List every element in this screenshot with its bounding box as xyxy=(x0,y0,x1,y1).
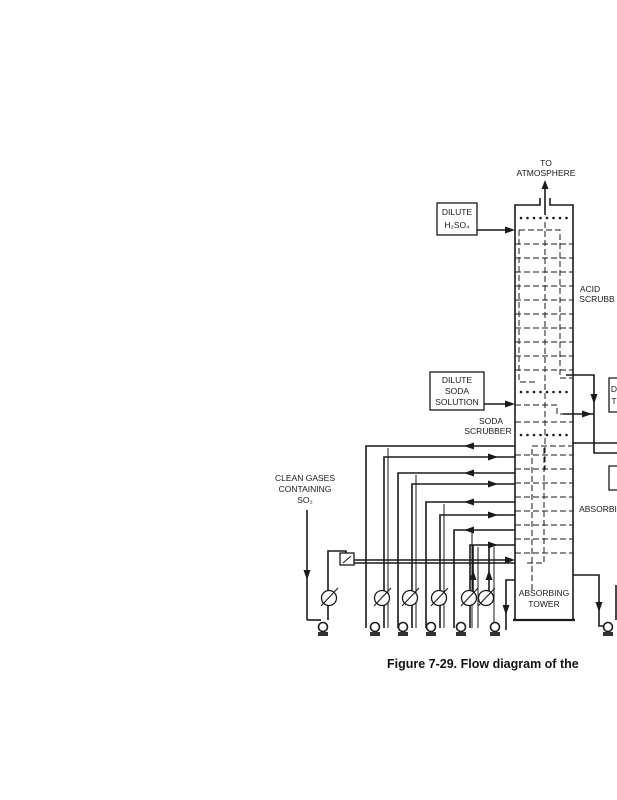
recirculation-line xyxy=(411,483,515,628)
label-absorbing: ABSORBING xyxy=(519,588,570,598)
spray-dot xyxy=(526,216,529,220)
spray-dot xyxy=(519,216,523,220)
pump-icon xyxy=(317,621,329,633)
label-tower: TOWER xyxy=(528,599,559,609)
flow-arrow xyxy=(464,469,474,477)
recirculation-line xyxy=(425,501,515,628)
acid-scrubber-packing xyxy=(515,222,573,470)
label-absorber-side: ABSORBI xyxy=(579,504,617,514)
cooler-slash xyxy=(373,587,392,607)
cooler-slash xyxy=(477,587,496,607)
pump-base xyxy=(426,632,436,636)
recirculation-lines xyxy=(365,442,515,628)
pump-base xyxy=(398,632,408,636)
pump-base xyxy=(603,632,613,636)
spray-nozzles xyxy=(519,216,568,437)
spray-dot xyxy=(539,216,542,220)
tower-outline xyxy=(513,198,575,622)
recirculation-line xyxy=(453,529,515,628)
spray-dot xyxy=(526,433,529,437)
spray-dot xyxy=(558,433,562,437)
spray-dot xyxy=(565,216,568,220)
label-clean-gases: CLEAN GASES xyxy=(275,473,335,483)
label-cut-box-d: D xyxy=(611,384,617,394)
cooler-slash xyxy=(460,587,479,607)
packing-frame xyxy=(531,445,572,590)
flow-arrow xyxy=(485,570,493,580)
label-atmosphere: ATMOSPHERE xyxy=(517,168,576,178)
label-dilute-acid: DILUTE xyxy=(442,207,473,217)
label-soda-scrubber-2: SCRUBBER xyxy=(464,426,511,436)
soda-scrubber-packing xyxy=(515,404,573,423)
label-cut-box-t: T xyxy=(611,396,616,406)
pump-icon xyxy=(602,621,614,633)
packing-frame xyxy=(518,230,535,383)
gas-flow-meter xyxy=(327,550,515,620)
spray-dot xyxy=(539,390,542,394)
label-containing: CONTAINING xyxy=(279,484,332,494)
spray-dot xyxy=(558,216,562,220)
recirculation-line xyxy=(469,544,515,628)
right-side-piping: D T xyxy=(563,374,617,491)
absorber-packing xyxy=(515,445,573,590)
vent-arrow xyxy=(541,180,549,215)
spray-dot xyxy=(545,216,549,220)
flow-arrow xyxy=(488,541,498,549)
spray-dot xyxy=(565,390,568,394)
cooler-slash xyxy=(430,587,449,607)
spray-dot xyxy=(565,433,568,437)
packing-frame xyxy=(515,404,565,415)
spray-dot xyxy=(545,390,549,394)
cooler-slash xyxy=(320,587,339,607)
label-to: TO xyxy=(540,158,552,168)
flow-arrow xyxy=(488,480,498,488)
label-so2: SO₂ xyxy=(297,495,313,505)
cooler-slash xyxy=(401,587,420,607)
recirculation-line xyxy=(383,456,515,628)
pump-icon xyxy=(489,621,501,633)
clean-gas-inlet xyxy=(303,510,321,621)
dilute-soda-feed: DILUTE SODA SOLUTION xyxy=(429,371,515,411)
dilute-acid-feed: DILUTE H₂SO₄ xyxy=(436,202,515,236)
label-solution: SOLUTION xyxy=(435,397,478,407)
pump-icon xyxy=(425,621,437,633)
spray-dot xyxy=(552,433,555,437)
spray-dot xyxy=(532,433,536,437)
label-soda-scrubber-1: SODA xyxy=(479,416,503,426)
spray-dot xyxy=(526,390,529,394)
packing-frame xyxy=(527,447,545,564)
flow-arrow xyxy=(469,570,477,580)
spray-dot xyxy=(558,390,562,394)
packing-frame xyxy=(519,229,572,379)
flow-arrow xyxy=(464,442,474,450)
flow-arrow xyxy=(488,453,498,461)
pumps xyxy=(317,587,614,636)
recirculation-line xyxy=(397,472,515,628)
pump-icon xyxy=(397,621,409,633)
spray-dot xyxy=(539,433,542,437)
spray-dot xyxy=(532,390,536,394)
label-acid: ACID xyxy=(580,284,600,294)
spray-dot xyxy=(519,433,523,437)
flow-arrow xyxy=(488,511,498,519)
flow-arrow xyxy=(464,498,474,506)
spray-dot xyxy=(545,433,549,437)
flow-arrow xyxy=(464,526,474,534)
pump-icon xyxy=(455,621,467,633)
label-dilute-soda: DILUTE xyxy=(442,375,473,385)
label-acid-scrubber: SCRUBB xyxy=(579,294,615,304)
figure-caption: Figure 7-29. Flow diagram of the xyxy=(387,657,579,671)
spray-dot xyxy=(532,216,536,220)
pump-base xyxy=(456,632,466,636)
label-soda: SODA xyxy=(445,386,469,396)
pump-base xyxy=(318,632,328,636)
pump-icon xyxy=(369,621,381,633)
spray-dot xyxy=(552,390,555,394)
spray-dot xyxy=(552,216,555,220)
spray-dot xyxy=(519,390,523,394)
pump-base xyxy=(490,632,500,636)
pump-base xyxy=(370,632,380,636)
label-h2so4: H₂SO₄ xyxy=(444,220,470,230)
